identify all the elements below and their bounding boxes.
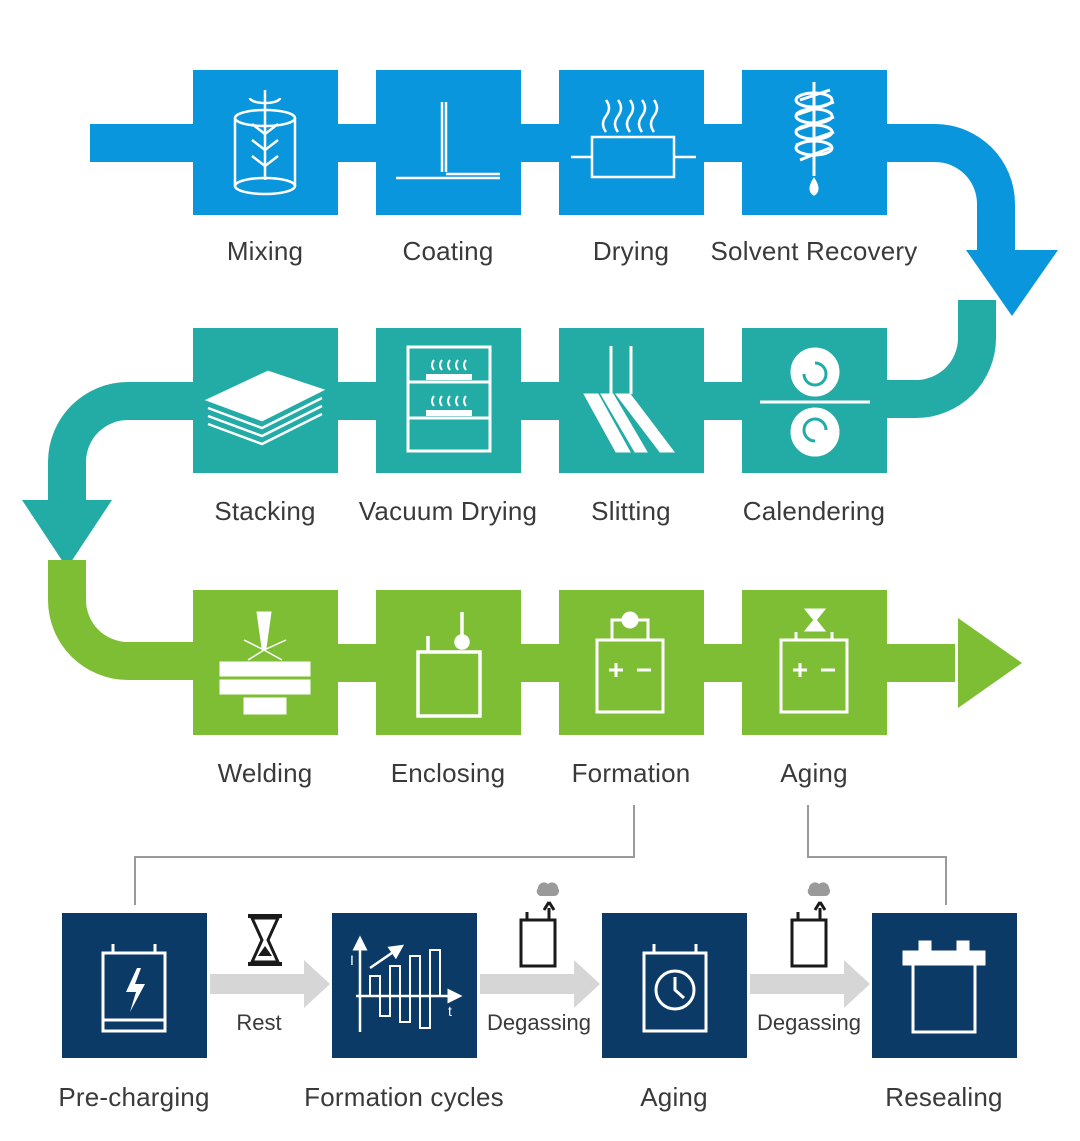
flow-connector [702, 382, 747, 420]
gray-arrow [210, 960, 870, 1008]
flow-connector [335, 382, 380, 420]
coating-blade-icon [396, 102, 500, 180]
flow-bar-start [90, 124, 200, 162]
step-box-enclosing [376, 590, 521, 735]
gas-release-icon [790, 882, 830, 968]
axis-glyph-t: t [448, 1003, 452, 1019]
current-cycle-chart-icon [352, 935, 463, 1032]
enclosure-cell-icon [416, 612, 482, 718]
flow-curve-right-lower [885, 300, 996, 418]
battery-hourglass-icon [779, 608, 849, 714]
transition-label-degassing-2: Degassing [757, 1010, 861, 1035]
detail-label-pre-charging: Pre-charging [58, 1082, 210, 1112]
step-box-coating [376, 70, 521, 215]
gas-release-icon [519, 882, 559, 968]
row-2-flow [22, 300, 996, 568]
detail-label-formation-cycles: Formation cycles [304, 1082, 504, 1112]
hourglass-icon [248, 914, 282, 966]
flow-curve-left-lower [48, 560, 200, 680]
step-label-coating: Coating [402, 236, 494, 266]
drying-heater-icon [571, 99, 696, 179]
mixing-tank-icon [233, 90, 297, 196]
detail-box-resealing [872, 913, 1017, 1058]
step-label-aging: Aging [780, 758, 848, 788]
flow-connector [335, 124, 380, 162]
sealed-battery-icon [902, 940, 986, 1034]
cell-clock-icon [642, 944, 708, 1033]
precharge-cell-icon [101, 944, 167, 1033]
step-label-mixing: Mixing [226, 236, 304, 266]
step-label-enclosing: Enclosing [390, 758, 506, 788]
battery-charge-icon [595, 611, 665, 714]
step-label-vacuum-drying: Vacuum Drying [358, 496, 538, 526]
detail-label-aging: Aging [640, 1082, 708, 1112]
step-label-calendering: Calendering [742, 496, 886, 526]
detail-label-resealing: Resealing [885, 1082, 1003, 1112]
step-label-stacking: Stacking [214, 496, 316, 526]
step-label-solvent-recovery: Solvent Recovery [710, 236, 918, 266]
step-label-welding: Welding [217, 758, 313, 788]
axis-glyph-i: I [350, 952, 354, 968]
flow-curve-right [885, 124, 1015, 252]
transition-label-degassing-1: Degassing [487, 1010, 591, 1035]
detail-connector [134, 805, 947, 905]
row-1-flow [90, 124, 1058, 316]
flow-connector [702, 644, 747, 682]
transition-label-rest: Rest [236, 1010, 282, 1035]
condenser-coil-icon [794, 82, 835, 196]
welding-spark-icon [219, 611, 311, 715]
flow-connector [335, 644, 380, 682]
flow-connector [702, 124, 747, 162]
right-arrow-icon [958, 618, 1022, 708]
formation-detail-row: I t [62, 882, 1017, 1058]
step-box-drying [559, 70, 704, 215]
flow-connector [520, 382, 565, 420]
slitting-knives-icon [583, 346, 676, 453]
step-label-formation: Formation [571, 758, 691, 788]
step-label-slitting: Slitting [591, 496, 671, 526]
vacuum-oven-icon [406, 345, 492, 453]
flow-connector [520, 124, 565, 162]
flow-connector [520, 644, 565, 682]
stacked-sheets-icon [204, 370, 326, 446]
detail-box-formation-cycles [332, 913, 477, 1058]
calender-rollers-icon [760, 347, 870, 457]
down-arrow-icon [966, 250, 1058, 316]
row-3-flow [48, 560, 1022, 708]
flow-bar-end [885, 644, 955, 682]
flow-curve-left [48, 382, 200, 505]
step-label-drying: Drying [592, 236, 670, 266]
down-arrow-icon [22, 500, 112, 568]
